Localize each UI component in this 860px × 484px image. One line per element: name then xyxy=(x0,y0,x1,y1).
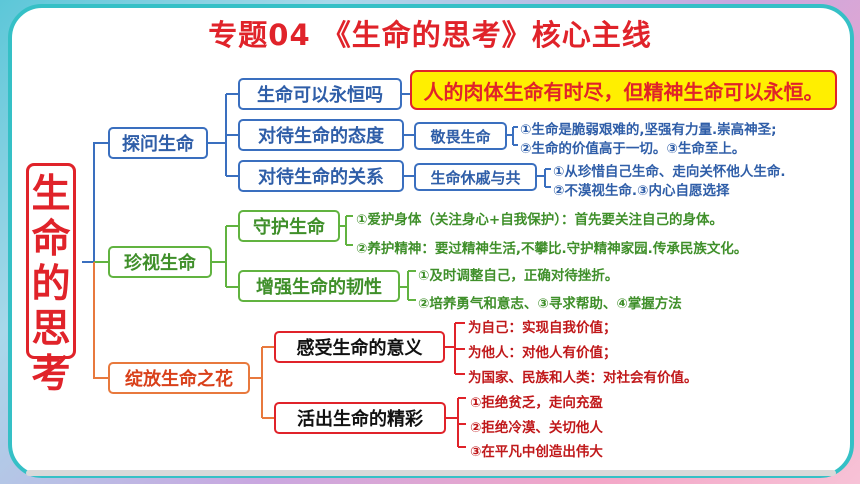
connector-root-branch1 xyxy=(82,142,108,263)
node-feel-meaning: 感受生命的意义 xyxy=(274,331,445,363)
note-relationship-1: ①从珍惜自己生命、走向关怀他人生命. xyxy=(553,164,786,180)
connector-root-branch3 xyxy=(93,262,108,379)
page-title: 专题04 《生命的思考》核心主线 xyxy=(208,18,652,52)
note-meaning-2: 为他人：对他人有价值； xyxy=(468,345,617,361)
highlight-answer: 人的肉体生命有时尽，但精神生命可以永恒。 xyxy=(410,70,837,110)
note-resilience-1: ①及时调整自己，正确对待挫折。 xyxy=(418,268,619,284)
note-meaning-3: 为国家、民族和人类：对社会有价值。 xyxy=(468,370,698,386)
node-protect-life: 守护生命 xyxy=(238,210,340,242)
note-meaning-1: 为自己：实现自我价值； xyxy=(468,320,617,336)
node-life-eternal: 生命可以永恒吗 xyxy=(238,78,402,110)
node-live-splendid: 活出生命的精彩 xyxy=(274,402,446,434)
frame-shadow xyxy=(26,470,836,476)
node-shared-fate: 生命休戚与共 xyxy=(414,163,537,191)
note-relationship-2: ②不漠视生命.③内心自愿选择 xyxy=(553,183,730,199)
note-protect-1: ①爱护身体（关注身心+自我保护）：首先要关注自己的身体。 xyxy=(356,212,723,228)
note-splendid-3: ③在平凡中创造出伟大 xyxy=(470,444,603,460)
root-node: 生 命 的 思 考 xyxy=(26,163,76,397)
note-splendid-1: ①拒绝贫乏，走向充盈 xyxy=(470,395,603,411)
node-revere-life: 敬畏生命 xyxy=(414,122,507,150)
note-attitude-2: ②生命的价值高于一切。③生命至上。 xyxy=(520,141,746,157)
branch-bloom-life: 绽放生命之花 xyxy=(108,362,250,394)
node-relationship: 对待生命的关系 xyxy=(238,160,404,192)
note-protect-2: ②养护精神：要过精神生活,不攀比.守护精神家园.传承民族文化。 xyxy=(356,241,748,257)
note-resilience-2: ②培养勇气和意志、③寻求帮助、④掌握方法 xyxy=(418,296,682,312)
branch-cherish-life: 珍视生命 xyxy=(108,246,212,278)
branch-explore-life: 探问生命 xyxy=(108,127,208,159)
node-attitude: 对待生命的态度 xyxy=(238,119,404,151)
note-attitude-1: ①生命是脆弱艰难的,坚强有力量.崇高神圣; xyxy=(520,122,777,138)
node-resilience: 增强生命的韧性 xyxy=(238,270,400,302)
note-splendid-2: ②拒绝冷漠、关切他人 xyxy=(470,420,603,436)
root-label: 生 命 的 思 考 xyxy=(31,172,71,397)
